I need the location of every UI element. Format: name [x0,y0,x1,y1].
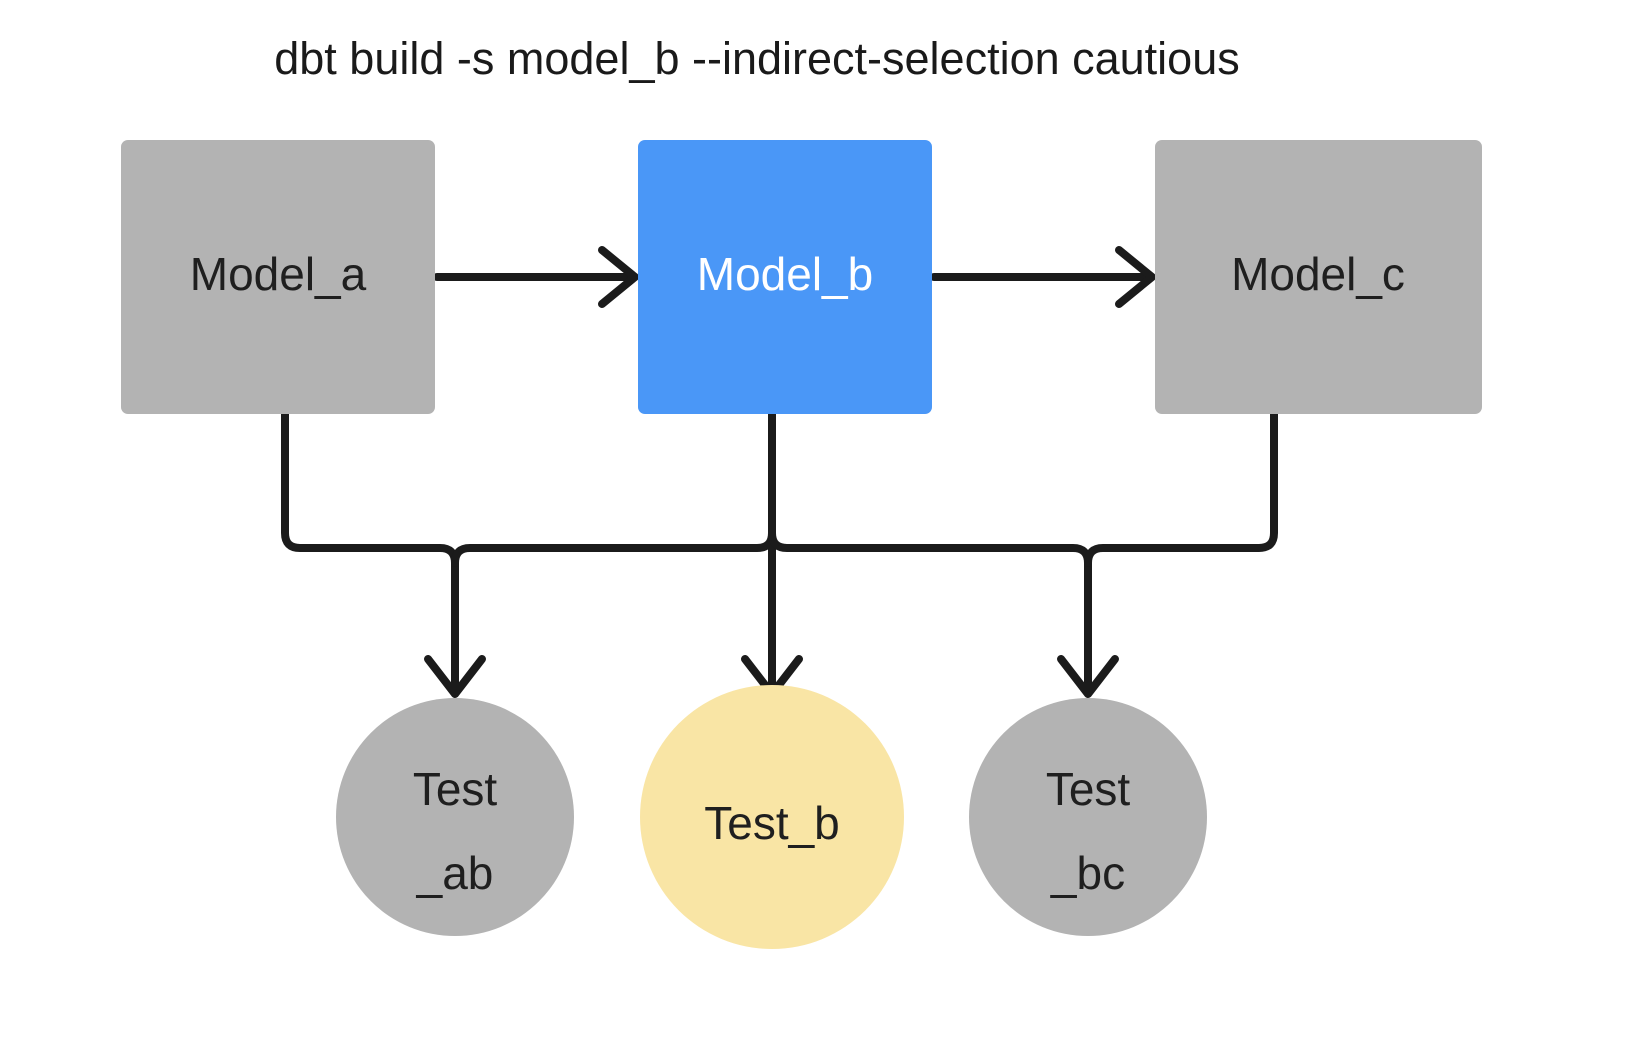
test-node-test-ab[interactable]: Test _ab [336,698,574,936]
arrowhead-model-a-to-model-b [598,246,639,308]
test-bc-circle[interactable] [969,698,1207,936]
test-b-circle[interactable] [640,685,904,949]
arrowhead-test-bc [1057,655,1119,698]
model-c-label: Model_c [1231,248,1405,300]
page-title: dbt build -s model_b --indirect-selectio… [274,33,1239,84]
model-a-label: Model_a [190,248,367,300]
edge-model-b-to-test-ab [451,410,776,567]
edge-model-c-to-test-bc [1084,410,1278,567]
test-ab-circle[interactable] [336,698,574,936]
model-a-rect[interactable] [121,140,435,414]
model-node-model-c[interactable]: Model_c [1155,140,1482,414]
test-ab-label-line2: _ab [416,847,494,899]
edge-model-a-to-test-ab [281,410,459,689]
model-node-model-b[interactable]: Model_b [638,140,932,414]
edge-layer [281,246,1278,698]
test-node-test-bc[interactable]: Test _bc [969,698,1207,936]
test-node-test-b[interactable]: Test_b [640,685,904,949]
model-c-rect[interactable] [1155,140,1482,414]
test-ab-label-line1: Test [413,763,498,815]
model-b-label: Model_b [697,248,873,300]
arrowhead-test-ab [424,655,486,698]
edge-model-b-to-test-bc [768,410,1092,689]
model-node-model-a[interactable]: Model_a [121,140,435,414]
test-bc-label-line2: _bc [1050,847,1125,899]
test-b-label-line1: Test_b [704,797,840,849]
model-b-rect[interactable] [638,140,932,414]
test-bc-label-line1: Test [1046,763,1131,815]
arrowhead-model-b-to-model-c [1115,246,1156,308]
